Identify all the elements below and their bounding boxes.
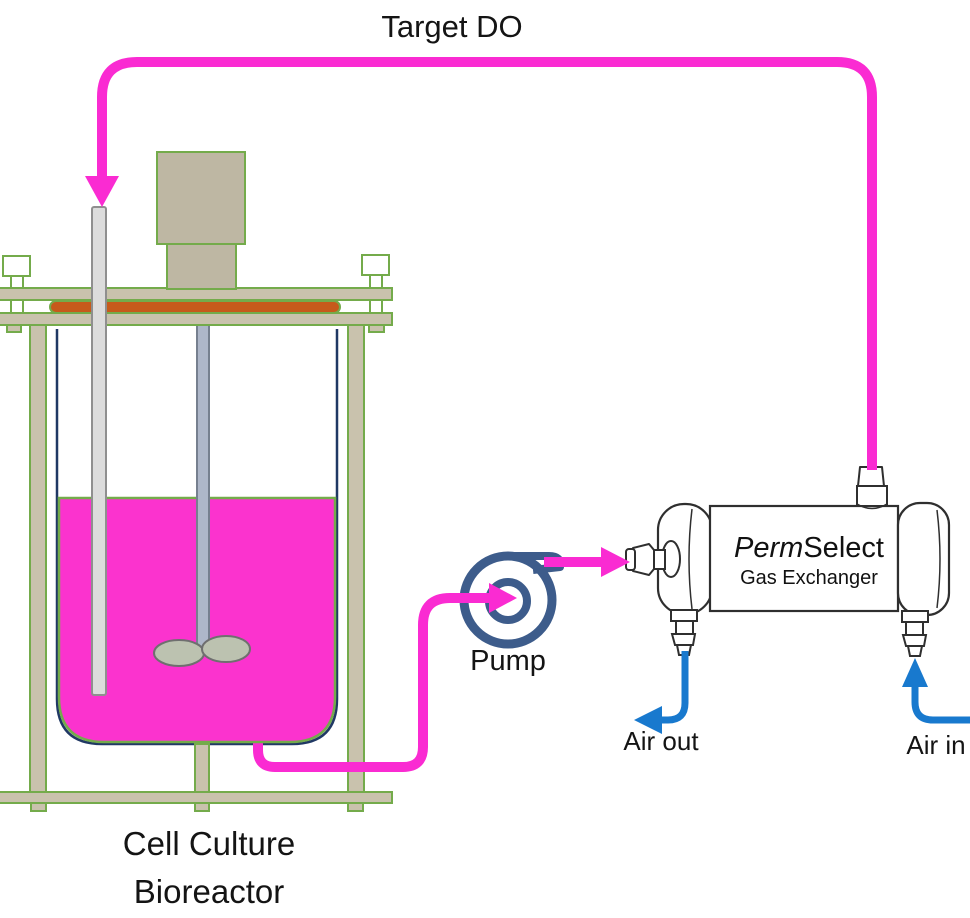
- left-barb-cone: [632, 543, 655, 576]
- air-out-barb: [670, 633, 697, 646]
- left-barb-tip: [625, 548, 636, 571]
- target-do-label: Target DO: [381, 9, 523, 44]
- pump-outlet-arrow: [544, 547, 630, 577]
- frame-right-leg: [347, 324, 365, 794]
- air-out-line: [660, 651, 689, 724]
- air-out-arrowhead: [634, 706, 662, 734]
- frame-foot-right: [347, 802, 364, 812]
- do-probe: [91, 206, 107, 696]
- bioreactor-label-line1: Cell Culture: [122, 825, 296, 862]
- air-in-flow: [902, 658, 970, 724]
- exchanger-left-cap-seam: [688, 508, 693, 610]
- exchanger-brand-regular: Select: [803, 532, 884, 564]
- stirrer-motor: [156, 151, 246, 290]
- air-in-neck: [905, 621, 924, 636]
- lid-bottom-plate: [0, 312, 393, 326]
- air-out-label: Air out: [623, 726, 699, 756]
- top-port-flare: [856, 503, 888, 510]
- target-do-loop: [85, 57, 877, 470]
- exchanger-body: [708, 504, 900, 613]
- exchanger-right-cap: [896, 501, 951, 617]
- air-in-line: [911, 685, 970, 724]
- clamp-bolt-stem-right: [369, 274, 383, 289]
- frame-foot-left: [30, 802, 47, 812]
- air-in-arrowhead: [902, 658, 928, 687]
- pump-label: Pump: [470, 645, 546, 677]
- frame-center-leg: [194, 743, 210, 794]
- bioreactor-label-line2: Bioreactor: [133, 873, 285, 910]
- stirrer-shaft: [196, 287, 210, 649]
- exchanger-subtitle-label: Gas Exchanger: [740, 567, 878, 589]
- clamp-bolt-mid-right: [369, 299, 383, 314]
- frame-base-bar: [0, 791, 393, 804]
- clamp-bolt-stem-left: [10, 275, 24, 289]
- pump-inlet-arrowhead: [489, 583, 517, 613]
- tube-vessel-to-pump: [253, 593, 452, 772]
- motor-neck: [166, 243, 237, 290]
- air-in-tip: [906, 645, 924, 657]
- air-out-neck: [675, 620, 694, 635]
- pump-inlet-arrow: [450, 583, 517, 613]
- target-do-line: [97, 57, 877, 470]
- exchanger-brand-italic: Perm: [734, 532, 804, 564]
- exchanger-brand-label: PermSelect: [734, 532, 884, 565]
- air-in-label: Air in: [906, 730, 966, 760]
- clamp-bolt-foot-right: [368, 324, 385, 333]
- motor-body: [156, 151, 246, 245]
- target-do-arrowhead: [85, 176, 119, 207]
- air-out-flange: [670, 609, 698, 622]
- gas-exchanger: [625, 466, 951, 657]
- frame-left-leg: [29, 324, 47, 794]
- clamp-bolt-head-right: [361, 254, 390, 276]
- exchanger-right-cap-seam: [936, 509, 941, 609]
- impeller-blade-right: [201, 635, 251, 663]
- top-port-flange: [856, 485, 888, 507]
- pump-outlet-arrowhead: [601, 547, 630, 577]
- impeller-blade-left: [153, 639, 205, 667]
- air-in-barb: [901, 634, 928, 647]
- clamp-bolt-foot-left: [6, 324, 22, 333]
- air-in-flange: [901, 610, 929, 623]
- air-out-flow: [634, 651, 689, 734]
- clamp-bolt-mid-left: [10, 299, 24, 314]
- frame-foot-center: [194, 802, 210, 812]
- clamp-bolt-head-left: [2, 255, 31, 277]
